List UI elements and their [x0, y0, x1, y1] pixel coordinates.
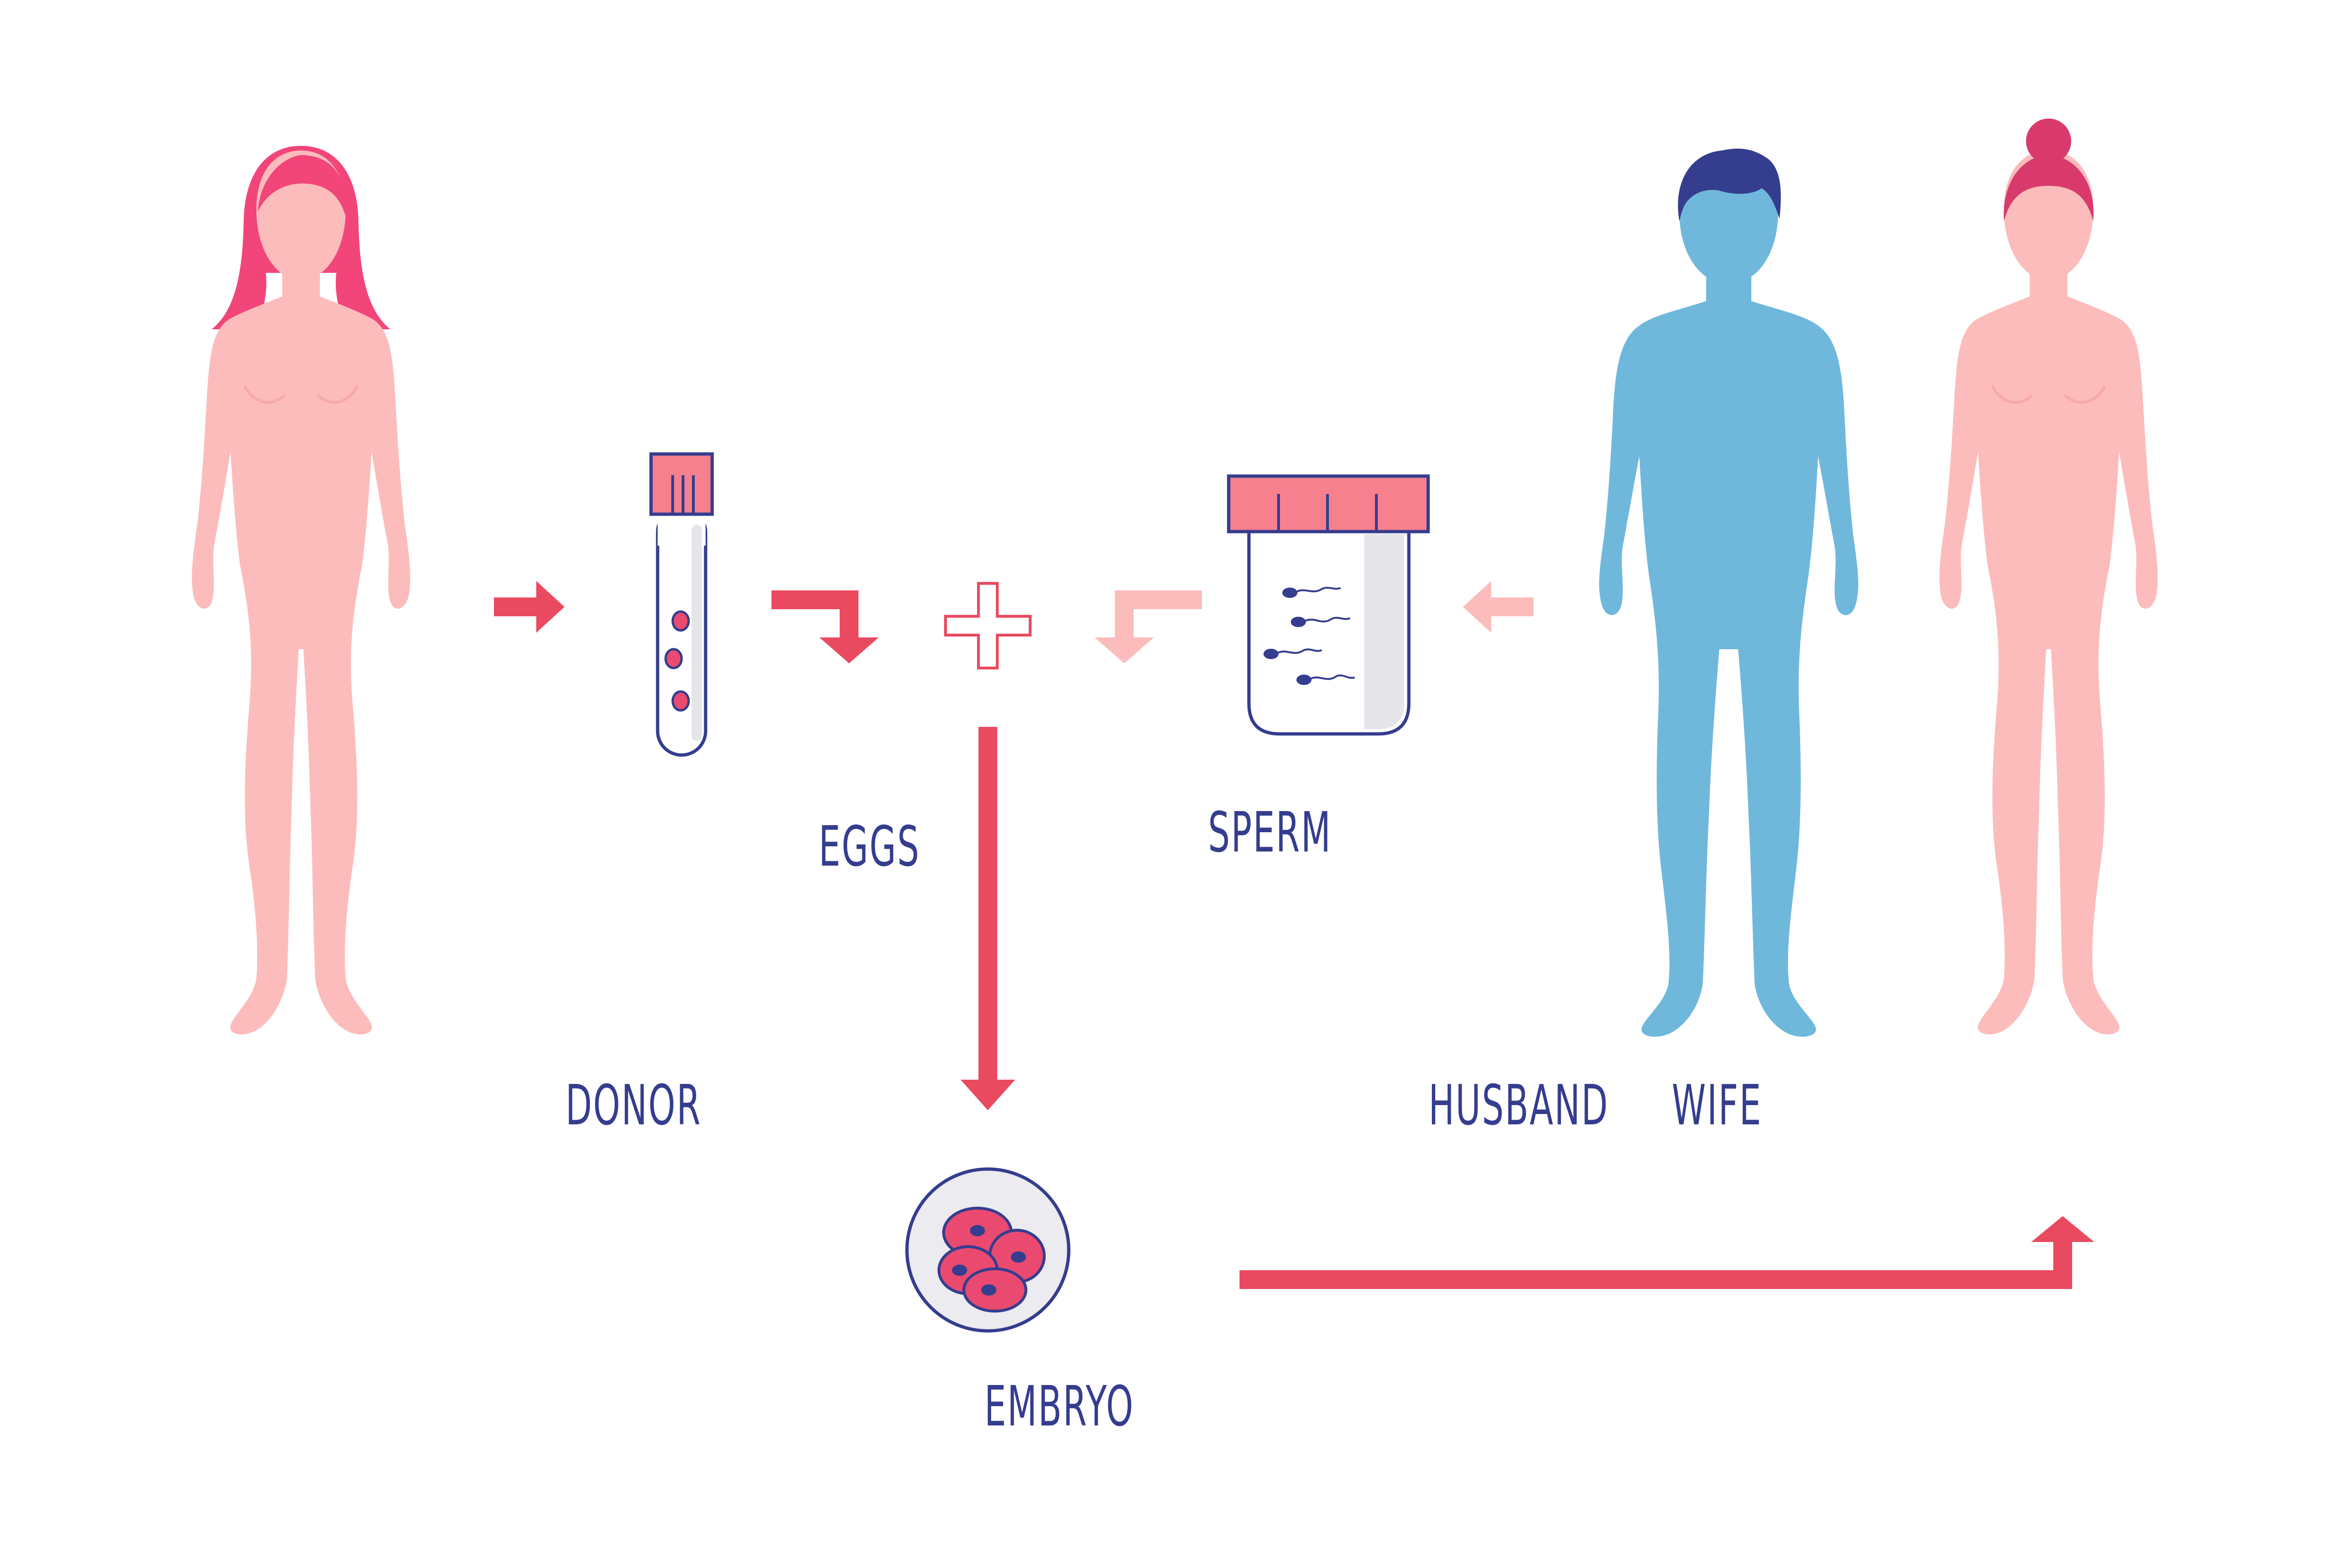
- arrow-husband-to-sperm: [1463, 581, 1534, 633]
- arrow-donor-to-eggs: [494, 581, 564, 633]
- donor-figure: [192, 146, 410, 1035]
- embryo-cells-icon: [905, 1167, 1071, 1333]
- test-tube-icon: [649, 452, 714, 757]
- male-silhouette-icon: [1599, 151, 1859, 1037]
- husband-hair-icon: [1678, 148, 1781, 221]
- female-silhouette-icon: [1939, 151, 2158, 1035]
- plus-icon: [944, 582, 1032, 669]
- wife-figure: [1939, 119, 2158, 1035]
- label-embryo: EMBRYO: [985, 1375, 1135, 1439]
- husband-figure: [1599, 148, 1859, 1037]
- label-husband: HUSBAND: [1429, 1074, 1609, 1138]
- arrow-plus-to-embryo: [961, 727, 1015, 1110]
- female-silhouette-icon: [192, 151, 410, 1035]
- arrow-sperm-to-plus: [1095, 590, 1202, 663]
- specimen-jar-icon: [1227, 474, 1430, 736]
- label-eggs: EGGS: [818, 815, 920, 879]
- label-sperm: SPERM: [1208, 801, 1332, 865]
- arrow-eggs-to-plus: [771, 590, 879, 663]
- sperm-cells-icon: [1263, 587, 1355, 685]
- wife-hair-bun-icon: [2026, 119, 2071, 164]
- label-wife: WIFE: [1672, 1074, 1762, 1138]
- arrow-embryo-to-wife: [1240, 1216, 2094, 1289]
- label-donor: DONOR: [565, 1074, 701, 1138]
